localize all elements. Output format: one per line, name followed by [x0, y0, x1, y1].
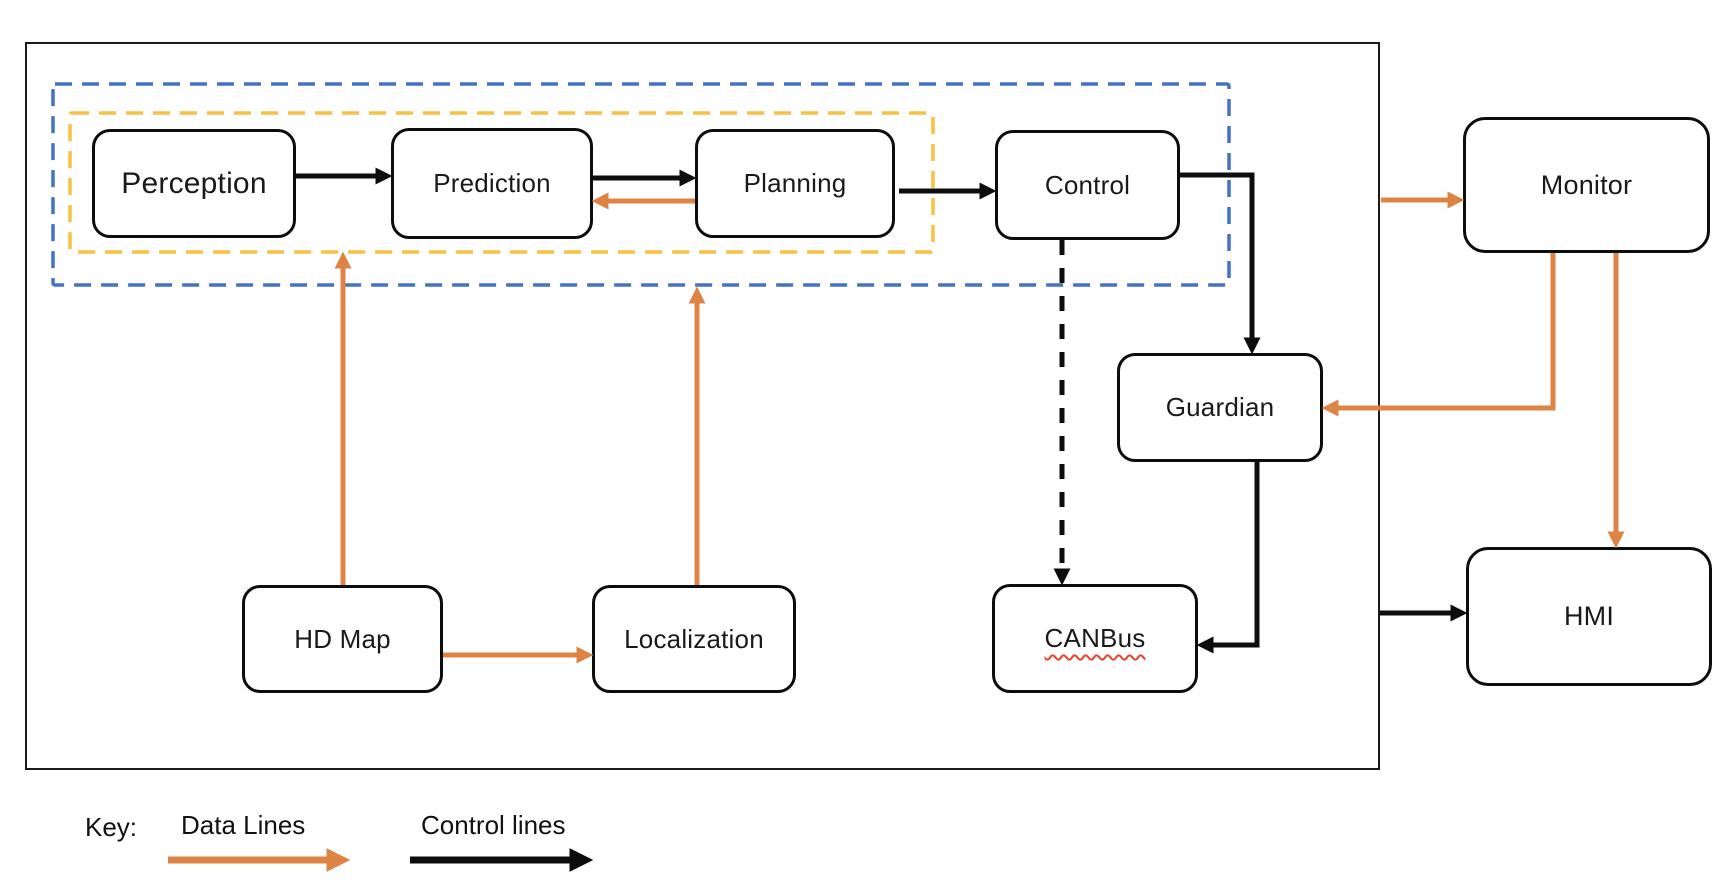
legend-data-lines-label: Data Lines	[181, 810, 306, 840]
node-hmi: HMI	[1466, 547, 1712, 686]
node-guardian-label: Guardian	[1165, 392, 1275, 422]
node-monitor-label: Monitor	[1540, 169, 1633, 200]
legend-title: Key:	[85, 812, 138, 842]
node-perception: Perception	[92, 129, 296, 238]
legend-control-lines-label: Control lines	[421, 810, 566, 840]
node-guardian: Guardian	[1117, 353, 1323, 462]
node-hd-map-label: HD Map	[294, 623, 391, 654]
node-hd-map: HD Map	[242, 585, 443, 693]
node-perception-label: Perception	[121, 166, 267, 200]
node-planning-label: Planning	[743, 168, 847, 198]
node-localization: Localization	[592, 585, 796, 693]
node-hmi-label: HMI	[1563, 601, 1615, 631]
node-prediction-label: Prediction	[433, 168, 551, 198]
node-control: Control	[995, 130, 1180, 240]
node-canbus: CANBus	[992, 584, 1198, 693]
node-canbus-label: CANBus	[1044, 623, 1146, 653]
node-localization-label: Localization	[624, 623, 764, 654]
node-monitor: Monitor	[1463, 117, 1710, 253]
node-planning: Planning	[695, 129, 895, 238]
node-prediction: Prediction	[391, 128, 593, 239]
node-control-label: Control	[1044, 169, 1131, 200]
